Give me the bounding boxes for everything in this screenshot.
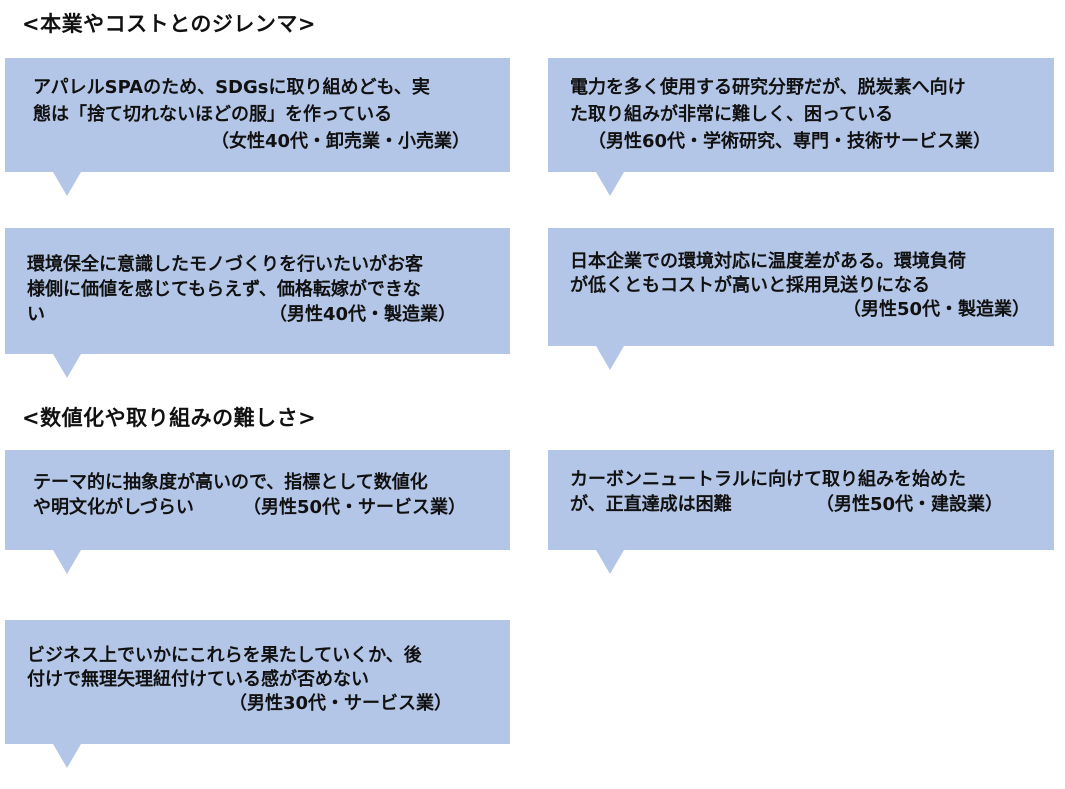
section-heading-cost-dilemma: <本業やコストとのジレンマ> <box>22 12 316 36</box>
comment-text-line: い <box>27 304 45 325</box>
comment-text-line: 電力を多く使用する研究分野だが、脱炭素へ向け <box>570 77 966 98</box>
comment-attribution: （男性40代・製造業） <box>269 304 457 325</box>
comment-text-line: 付けで無理矢理紐付けている感が否めない <box>27 669 369 690</box>
comment-text-line: カーボンニュートラルに向けて取り組みを始めた <box>570 469 966 490</box>
comment-text-line: 日本企業での環境対応に温度差がある。環境負荷 <box>570 251 966 272</box>
comment-bubble: カーボンニュートラルに向けて取り組みを始めた が、正直達成は困難 （男性50代・… <box>548 450 1054 574</box>
comment-text-line: や明文化がしづらい <box>33 497 194 518</box>
comment-text-line: ビジネス上でいかにこれらを果たしていくか、後 <box>27 645 422 666</box>
comment-text-line: 態は「捨て切れないほどの服」を作っている <box>33 104 393 125</box>
comment-text-line: た取り組みが非常に難しく、困っている <box>570 104 894 125</box>
comment-text-line: が、正直達成は困難 <box>570 494 732 515</box>
comment-text-line: アパレルSPAのため、SDGsに取り組めども、実 <box>33 77 430 98</box>
comment-bubble: 環境保全に意識したモノづくりを行いたいがお客 様側に価値を感じてもらえず、価格転… <box>5 228 510 378</box>
comment-attribution: （男性30代・サービス業） <box>229 693 453 714</box>
comment-bubble: 電力を多く使用する研究分野だが、脱炭素へ向け た取り組みが非常に難しく、困ってい… <box>548 58 1054 196</box>
comment-attribution: （男性50代・サービス業） <box>243 497 467 518</box>
comment-text-line: が低くともコストが高いと採用見送りになる <box>570 275 930 296</box>
comment-bubble: ビジネス上でいかにこれらを果たしていくか、後 付けで無理矢理紐付けている感が否め… <box>5 620 510 768</box>
comment-attribution: （男性60代・学術研究、専門・技術サービス業） <box>588 131 992 152</box>
comment-attribution: （男性50代・建設業） <box>816 494 1004 515</box>
comment-text-line: 様側に価値を感じてもらえず、価格転嫁ができな <box>27 279 421 300</box>
comment-text-line: 環境保全に意識したモノづくりを行いたいがお客 <box>27 254 423 275</box>
comment-attribution: （男性50代・製造業） <box>843 299 1031 320</box>
comment-bubble: 日本企業での環境対応に温度差がある。環境負荷 が低くともコストが高いと採用見送り… <box>548 228 1054 370</box>
comment-text-line: テーマ的に抽象度が高いので、指標として数値化 <box>33 472 428 493</box>
comment-bubble: テーマ的に抽象度が高いので、指標として数値化 や明文化がしづらい （男性50代・… <box>5 450 510 574</box>
comment-attribution: （女性40代・卸売業・小売業） <box>211 131 471 152</box>
comment-bubble: アパレルSPAのため、SDGsに取り組めども、実 態は「捨て切れないほどの服」を… <box>5 58 510 196</box>
section-heading-quantification-difficulty: <数値化や取り組みの難しさ> <box>22 406 317 430</box>
